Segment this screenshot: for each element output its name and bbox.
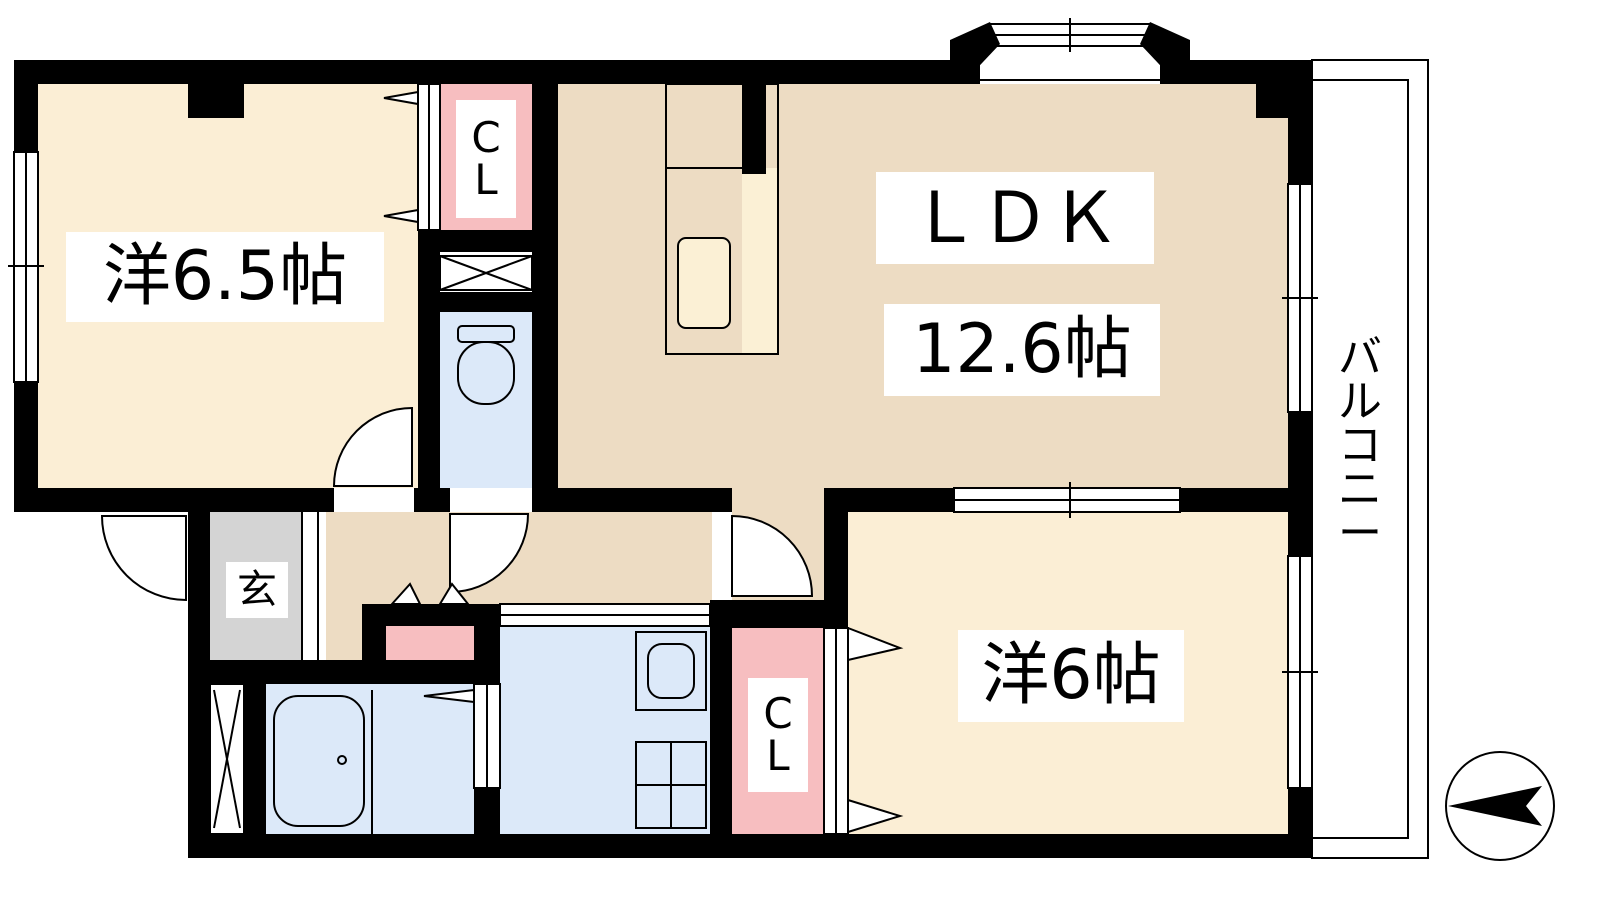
pillar-left-room bbox=[188, 84, 244, 118]
wall-wash-right bbox=[710, 600, 732, 858]
wall-bath-left bbox=[244, 660, 266, 858]
wall-right-top bbox=[1288, 60, 1312, 184]
wall-right-room-left bbox=[824, 488, 848, 628]
hall-floor-2 bbox=[326, 590, 364, 660]
closet-bottom-label: C L bbox=[748, 678, 808, 792]
balcony bbox=[1311, 59, 1429, 859]
balcony-inner bbox=[1311, 79, 1409, 839]
bathroom-floor bbox=[266, 684, 474, 834]
walls bbox=[14, 60, 1312, 858]
room-label-ldk-size: 12.6帖 bbox=[884, 304, 1160, 396]
balcony-char: ニ bbox=[1338, 464, 1382, 515]
bay-window bbox=[950, 22, 1190, 81]
closet-bottom-line2: L bbox=[766, 731, 790, 780]
pillar-kitchen bbox=[742, 84, 766, 174]
toilet-bowl-icon bbox=[457, 341, 515, 405]
balcony-char: ル bbox=[1338, 376, 1382, 427]
room-label-western-left: 洋6.5帖 bbox=[66, 232, 384, 322]
balcony-char: ー bbox=[1338, 508, 1382, 559]
wall-entrance-left bbox=[188, 512, 210, 858]
balcony-char: バ bbox=[1338, 332, 1382, 383]
washroom-floor bbox=[500, 604, 710, 834]
bathtub-icon bbox=[273, 695, 365, 827]
wall-shoe-left bbox=[362, 604, 386, 684]
shoe-cabinet-floor bbox=[386, 626, 476, 660]
closet-top-line1: C bbox=[471, 113, 501, 162]
wall-ldk-left bbox=[532, 60, 558, 512]
north-compass-icon bbox=[1445, 751, 1555, 861]
closet-top-line2: L bbox=[474, 155, 498, 204]
ldk-floor bbox=[558, 84, 1288, 488]
wall-entrance-bottom bbox=[188, 660, 498, 684]
balcony-char: コ bbox=[1338, 420, 1382, 471]
wall-top-mid bbox=[540, 60, 980, 84]
washbasin-bowl-icon bbox=[647, 643, 695, 699]
wall-left-room-bottom bbox=[14, 488, 334, 512]
sink-icon bbox=[677, 237, 731, 329]
wall-shoe-top bbox=[362, 604, 500, 626]
toilet-floor bbox=[440, 312, 532, 488]
wall-closet-left-2 bbox=[418, 230, 440, 508]
wall-closet-bottom bbox=[418, 230, 554, 252]
washbasin-icon bbox=[635, 631, 707, 711]
pillar-ldk-corner bbox=[1256, 84, 1288, 118]
bathtub-drain-icon bbox=[337, 755, 347, 765]
windows bbox=[8, 18, 1318, 789]
wall-hall-top bbox=[532, 488, 732, 512]
door-toilet bbox=[449, 513, 530, 594]
doors bbox=[100, 406, 814, 660]
door-left-room bbox=[332, 406, 413, 487]
entrance-label: 玄 bbox=[226, 562, 288, 618]
balcony-label: バ ル コ ニ ー bbox=[1330, 336, 1390, 556]
door-entrance bbox=[100, 515, 187, 602]
fixtures bbox=[273, 83, 779, 834]
wall-left-top bbox=[14, 60, 38, 152]
wall-bath-right bbox=[474, 788, 500, 858]
kitchen-counter bbox=[665, 83, 779, 355]
wall-right-mid bbox=[1288, 412, 1312, 556]
door-ldk bbox=[731, 514, 814, 597]
closet-top-label: C L bbox=[456, 100, 516, 218]
sliding-doors bbox=[209, 83, 904, 835]
closet-bottom-line1: C bbox=[763, 689, 793, 738]
wall-toilet-top bbox=[418, 292, 554, 312]
wall-top-left bbox=[14, 60, 554, 84]
room-label-ldk: ＬＤＫ bbox=[876, 172, 1154, 264]
wall-bottom bbox=[188, 834, 1312, 858]
kitchen-counter-area bbox=[742, 168, 778, 354]
room-label-western-right: 洋6帖 bbox=[958, 630, 1184, 722]
